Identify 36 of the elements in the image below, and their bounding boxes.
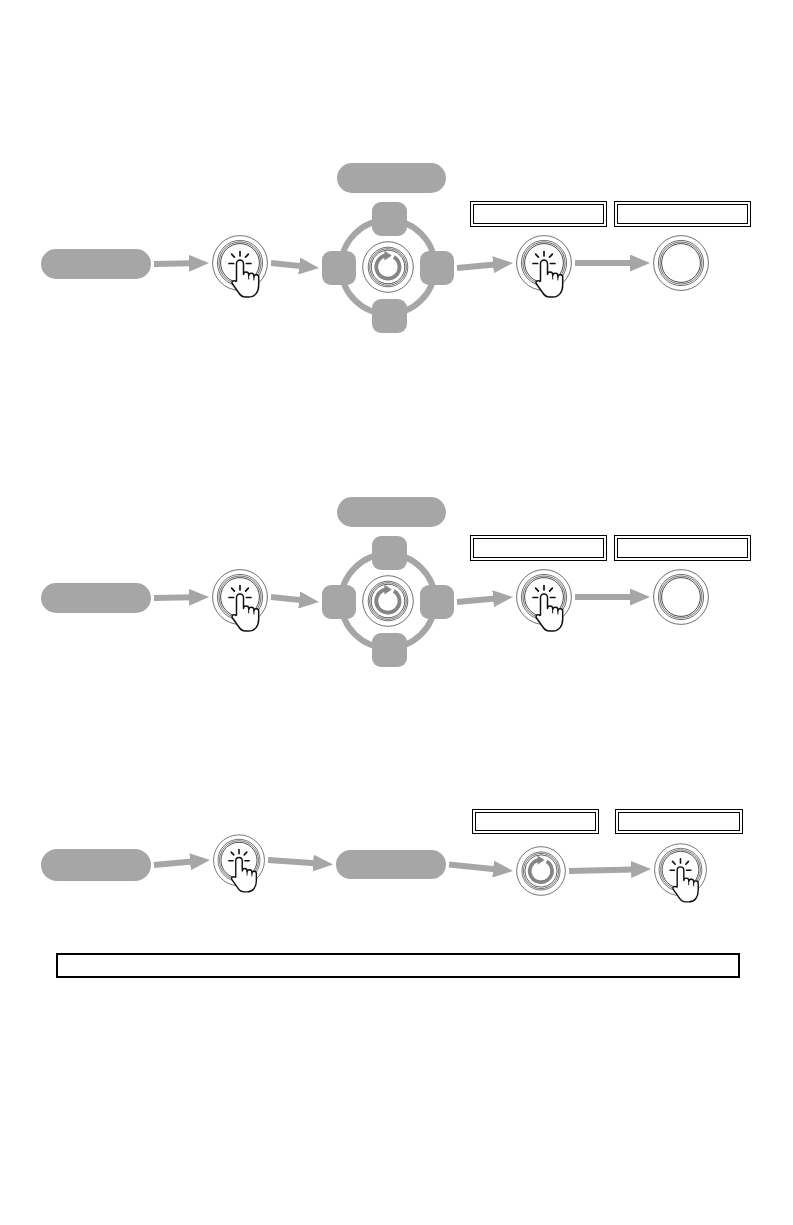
rotate-knob-icon	[516, 846, 566, 896]
arrow	[575, 588, 650, 606]
blank-pill	[41, 249, 151, 279]
round-button-icon	[653, 235, 709, 291]
double-outline-frame	[472, 809, 599, 834]
double-outline-frame	[470, 535, 607, 561]
arrow	[456, 590, 514, 608]
finger-press-button-icon	[516, 569, 572, 633]
double-outline-frame	[470, 201, 607, 227]
blank-pill	[41, 849, 151, 881]
blank-pill	[337, 163, 446, 193]
blank-pill	[337, 497, 446, 527]
arrow	[153, 588, 210, 606]
arrow	[448, 860, 514, 878]
arrow	[270, 591, 320, 609]
round-button-icon	[653, 569, 709, 625]
rotate-knob-icon	[362, 575, 414, 627]
rotate-knob-icon	[362, 241, 414, 293]
arrow	[456, 256, 514, 274]
arrow	[153, 254, 210, 272]
double-outline-frame	[615, 809, 743, 834]
arrow	[568, 861, 652, 878]
arrow	[267, 854, 334, 872]
double-outline-frame	[614, 201, 751, 227]
blank-pill	[336, 850, 446, 879]
double-outline-frame	[614, 535, 751, 561]
finger-press-button-icon	[212, 569, 268, 633]
finger-press-button-icon	[516, 235, 572, 299]
finger-press-button-icon	[212, 235, 268, 299]
arrow	[575, 254, 650, 272]
arrow	[270, 257, 320, 275]
finger-press-button-icon	[213, 834, 265, 894]
finger-press-button-icon	[654, 843, 707, 904]
blank-pill	[41, 583, 151, 613]
outline-frame	[56, 953, 740, 978]
arrow	[153, 853, 211, 871]
